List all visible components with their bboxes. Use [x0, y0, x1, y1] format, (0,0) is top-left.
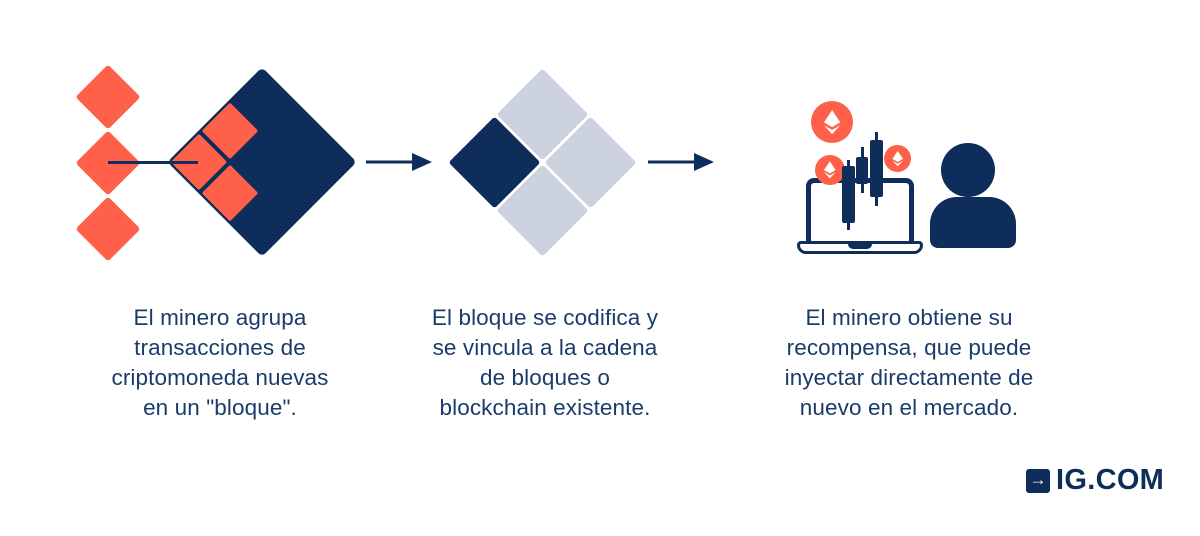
- ig-logo-text: IG.COM: [1056, 464, 1165, 496]
- candlestick-icon: [842, 166, 855, 223]
- arrow-right-icon: [648, 152, 716, 172]
- ethereum-coin-icon: [815, 155, 845, 185]
- laptop-latch: [848, 244, 872, 249]
- laptop-icon: [806, 178, 914, 248]
- ig-logo: → IG.COM: [1026, 464, 1164, 497]
- transaction-diamond-icon: [75, 196, 141, 262]
- step2-caption: El bloque se codifica y se vincula a la …: [431, 305, 659, 420]
- candlestick-icon: [856, 157, 868, 184]
- person-icon: [941, 143, 995, 197]
- candlestick-icon: [870, 140, 883, 197]
- ethereum-coin-icon: [811, 101, 853, 143]
- connector-line: [108, 161, 198, 164]
- step3-caption: El minero obtiene su recompensa, que pue…: [784, 305, 1034, 420]
- arrow-right-icon: [366, 152, 434, 172]
- person-body: [930, 197, 1016, 248]
- ig-logo-arrow-icon: →: [1026, 468, 1050, 493]
- ethereum-coin-icon: [884, 145, 911, 172]
- transaction-diamond-icon: [75, 64, 141, 130]
- step1-caption: El minero agrupa transacciones de cripto…: [111, 305, 329, 420]
